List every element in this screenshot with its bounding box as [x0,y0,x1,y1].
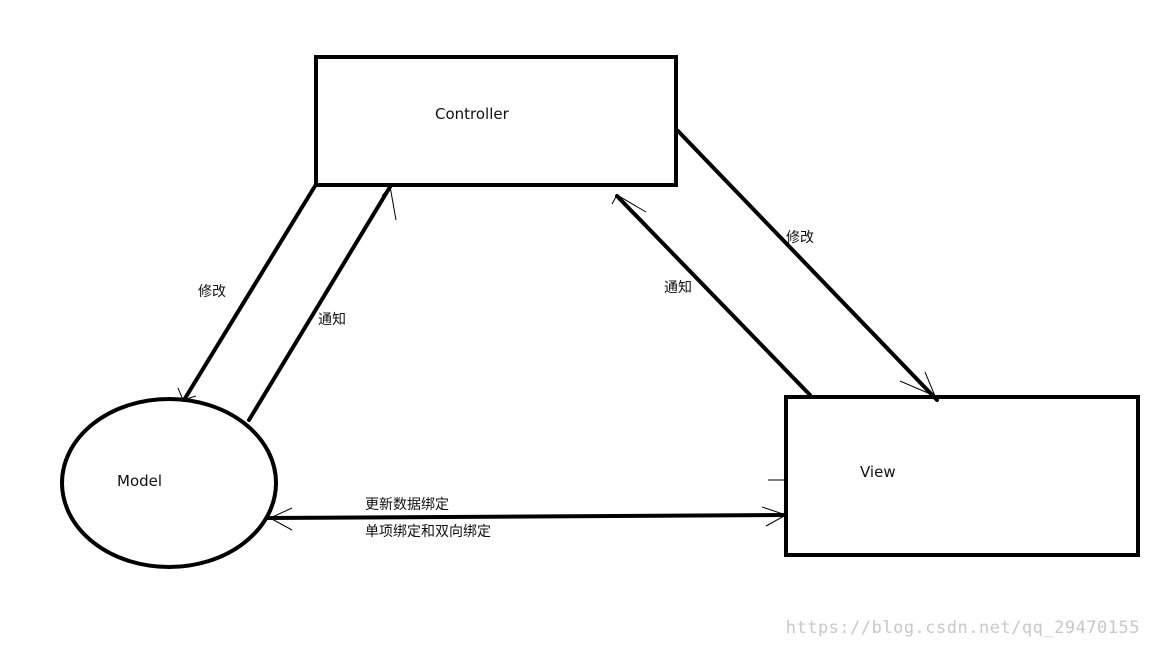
edge-controller-to-view [676,129,939,402]
edge-label-view-to-controller: 通知 [664,279,692,296]
edge-view-to-controller [615,194,812,397]
controller-box [314,55,678,187]
view-box [784,395,1140,557]
edge-model-view-binding [266,513,788,520]
edge-model-to-controller [247,185,392,422]
watermark: https://blog.csdn.net/qq_29470155 [785,618,1140,638]
edge-label-binding-line1: 更新数据绑定 [365,497,449,513]
edge-label-controller-to-model: 修改 [198,284,226,300]
edge-controller-to-model [182,184,317,402]
edge-label-controller-to-view: 修改 [786,230,814,246]
model-ellipse [60,397,278,569]
edge-label-model-to-controller: 通知 [318,311,346,328]
arrowhead-view-left-icon [761,506,788,527]
model-label: Model [117,472,162,490]
arrowhead-view-top-icon [899,371,936,397]
controller-label: Controller [435,105,510,123]
view-label: View [860,463,896,481]
edge-label-binding-line2: 单项绑定和双向绑定 [365,524,491,540]
arrowhead-controller-bottom-left-icon [381,184,397,221]
arrowhead-model-right-icon [268,507,293,531]
arrowhead-model-top-icon [177,387,197,401]
arrowhead-controller-bottom-right-icon [611,194,647,213]
